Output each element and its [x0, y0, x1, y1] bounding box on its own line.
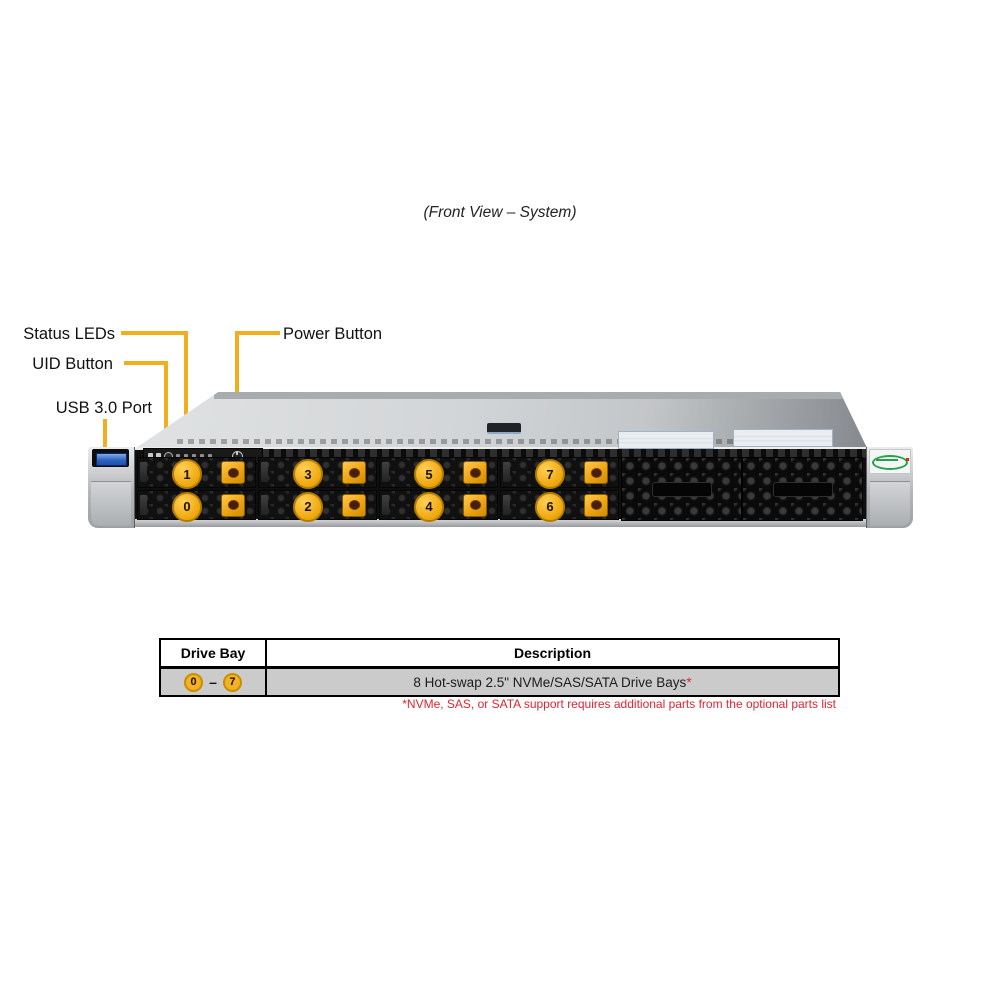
status-led-icon: [208, 454, 212, 459]
uid-button-leader-line: [164, 361, 168, 453]
drive-latch-button[interactable]: [221, 493, 245, 517]
top-cover-rear-band: [213, 392, 846, 399]
drive-bay-2[interactable]: 2: [258, 489, 377, 522]
status-leds-label: Status LEDs: [23, 325, 115, 343]
tray-handle: [382, 462, 389, 482]
tray-handle: [503, 494, 510, 515]
tray-handle: [503, 462, 510, 482]
bay-chip-end: 7: [222, 672, 242, 692]
drive-latch-button[interactable]: [463, 461, 487, 484]
drive-latch-button[interactable]: [584, 461, 608, 484]
tray-handle: [140, 462, 147, 482]
drive-column-1: 1 0: [137, 457, 256, 522]
bay-number-badge: 3: [293, 459, 323, 489]
table-footnote: *NVMe, SAS, or SATA support requires add…: [402, 697, 836, 711]
drive-column-3: 5 4: [379, 457, 498, 522]
bay-range-cell: 0 – 7: [161, 669, 267, 695]
usb3-port-icon[interactable]: [96, 453, 127, 466]
right-ear-handle[interactable]: [870, 481, 910, 526]
drive-bay-6[interactable]: 6: [500, 489, 619, 522]
tray-handle: [382, 494, 389, 515]
cover-latch[interactable]: [487, 423, 521, 434]
status-led-icon: [176, 454, 180, 459]
status-led-icon: [200, 454, 204, 459]
status-led-icon: [192, 454, 196, 459]
latch-lock-icon: [348, 500, 360, 510]
top-cover-vents: [177, 439, 824, 444]
mesh-handle-slot: [652, 482, 712, 497]
chassis-top-cover: [133, 392, 868, 450]
top-front-edge: [133, 447, 868, 450]
supermicro-logo-icon: [906, 458, 909, 461]
drive-bay-0[interactable]: 0: [137, 489, 256, 522]
range-dash: –: [209, 674, 217, 690]
info-led-icon: [148, 453, 153, 458]
status-led-icon: [184, 454, 188, 459]
drive-bay-4[interactable]: 4: [379, 489, 498, 522]
table-row: 0 – 7 8 Hot-swap 2.5" NVMe/SAS/SATA Driv…: [161, 669, 838, 695]
bay-number-badge: 2: [293, 491, 323, 522]
column-header-drive-bay: Drive Bay: [161, 640, 267, 666]
figure-title: (Front View – System): [423, 204, 577, 221]
drive-latch-button[interactable]: [463, 493, 487, 517]
usb-port-label: USB 3.0 Port: [55, 399, 152, 417]
latch-lock-icon: [590, 467, 602, 478]
left-ear-handle[interactable]: [91, 481, 131, 526]
column-header-description: Description: [513, 645, 591, 661]
bay-number-badge: 7: [535, 459, 565, 489]
table-header-row: Drive Bay Description: [161, 640, 838, 669]
drive-latch-button[interactable]: [584, 493, 608, 517]
service-label: [618, 431, 714, 449]
left-rack-ear: [88, 447, 135, 528]
blank-mesh-bay: [621, 457, 742, 521]
supermicro-logo-icon: [872, 455, 908, 470]
drive-latch-button[interactable]: [342, 493, 366, 517]
blank-mesh-bay: [742, 457, 863, 521]
latch-lock-icon: [227, 500, 239, 510]
latch-lock-icon: [469, 500, 481, 510]
bay-number-badge: 4: [414, 491, 444, 522]
bay-number-badge: 6: [535, 491, 565, 522]
latch-lock-icon: [348, 467, 360, 478]
status-leds-leader-line: [121, 331, 188, 335]
drive-bay-table: Drive Bay Description 0 – 7 8 Hot-swap 2…: [159, 638, 840, 697]
mesh-handle-slot: [773, 482, 833, 497]
drive-latch-button[interactable]: [221, 461, 245, 484]
nic-led-icon: [156, 453, 161, 458]
tray-handle: [140, 494, 147, 515]
uid-button-label: UID Button: [32, 355, 113, 373]
drive-column-4: 7 6: [500, 457, 619, 522]
supermicro-logo-icon: [876, 459, 898, 461]
bay-number-badge: 0: [172, 491, 202, 522]
latch-lock-icon: [469, 467, 481, 478]
brand-label: [869, 449, 911, 474]
latch-lock-icon: [590, 500, 602, 510]
usb-port-leader-line: [103, 419, 107, 453]
drive-column-2: 3 2: [258, 457, 377, 522]
footnote-asterisk: *: [686, 674, 692, 690]
power-button-label: Power Button: [283, 325, 383, 343]
bay-number-badge: 1: [172, 459, 202, 489]
drive-bay-1[interactable]: 1: [137, 457, 256, 489]
latch-lock-icon: [227, 467, 239, 478]
description-cell: 8 Hot-swap 2.5" NVMe/SAS/SATA Drive Bays…: [267, 669, 838, 695]
tray-handle: [261, 494, 268, 515]
drive-bay-7[interactable]: 7: [500, 457, 619, 489]
bay-number-badge: 5: [414, 459, 444, 489]
drive-bay-3[interactable]: 3: [258, 457, 377, 489]
drive-bay-5[interactable]: 5: [379, 457, 498, 489]
drive-latch-button[interactable]: [342, 461, 366, 484]
service-label: [733, 429, 833, 447]
chassis-bottom-rail: [120, 519, 880, 527]
tray-handle: [261, 462, 268, 482]
power-button-leader-line: [235, 331, 280, 335]
bay-chip-start: 0: [184, 672, 204, 692]
description-text: 8 Hot-swap 2.5" NVMe/SAS/SATA Drive Bays: [413, 674, 687, 690]
uid-button-leader-line: [124, 361, 168, 365]
status-leds-leader-line: [184, 331, 188, 453]
